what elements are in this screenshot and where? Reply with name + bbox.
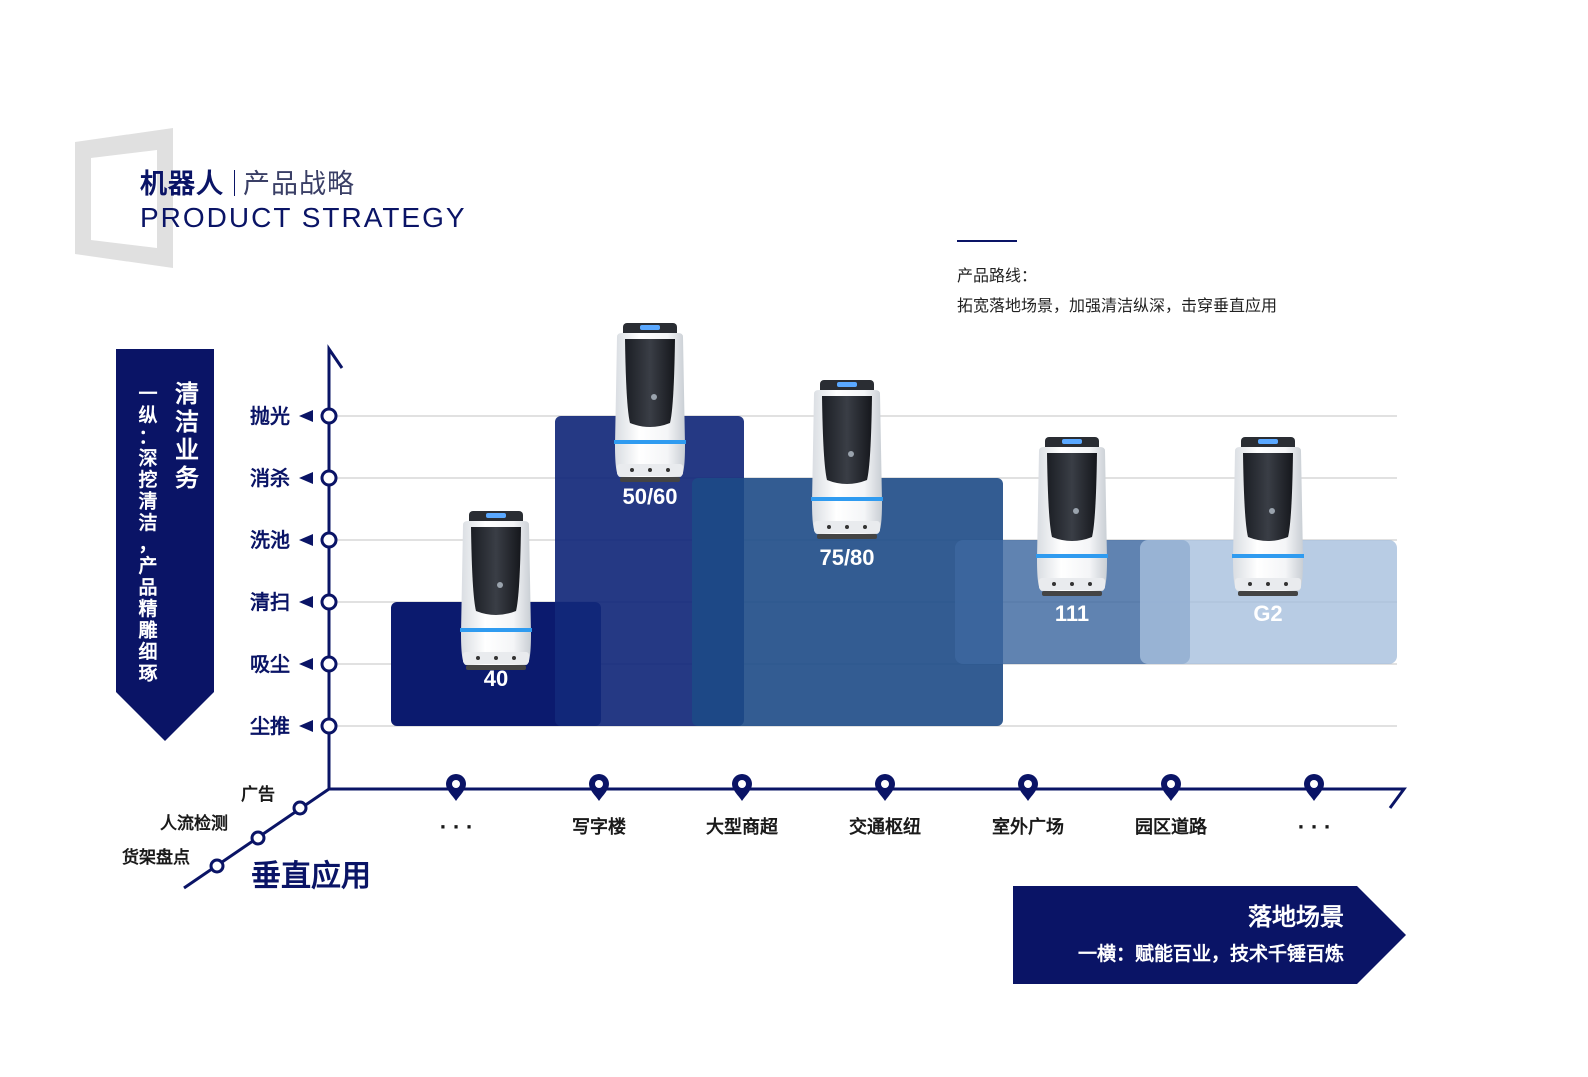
function-label: 尘推 (250, 714, 290, 738)
page-title-en: PRODUCT STRATEGY (140, 202, 467, 233)
product-block-75-80 (692, 478, 1003, 726)
cleaning-business-title-char: 清 (175, 380, 199, 408)
scene-label: · · · (1297, 817, 1330, 838)
location-pin-dot (1167, 780, 1175, 788)
landing-scene-subtitle: 一横：赋能百业，技术千锤百炼 (1078, 942, 1344, 965)
vertical-label: 广告 (241, 784, 275, 805)
product-block-111 (955, 540, 1190, 664)
function-label: 消杀 (250, 466, 290, 490)
cleaning-business-title-char: 洁 (175, 408, 199, 436)
scene-label: 写字楼 (572, 816, 626, 838)
cleaning-business-subtitle-char: 精 (138, 597, 157, 620)
landing-scene-title: 落地场景 (1248, 903, 1344, 931)
cleaning-business-subtitle-char: 雕 (138, 619, 157, 642)
vertical-application-title: 垂直应用 (251, 859, 371, 894)
location-pin-dot (452, 780, 460, 788)
route-title: 产品路线： (957, 266, 1038, 285)
robot-image-50-60 (614, 323, 686, 482)
location-pin-dot (738, 780, 746, 788)
cleaning-business-subtitle-char: 细 (138, 640, 157, 663)
scene-label: 室外广场 (992, 816, 1064, 838)
function-label: 抛光 (250, 404, 290, 428)
product-model-label: 111 (1055, 601, 1089, 626)
location-pin-dot (1024, 780, 1032, 788)
page-title: 机器人产品战略 (140, 162, 355, 201)
vertical-label: 人流检测 (160, 813, 228, 834)
cleaning-business-subtitle-char: ， (138, 534, 157, 556)
product-model-label: G2 (1253, 601, 1282, 626)
robot-image-75-80 (811, 380, 883, 539)
product-model-label: 75/80 (819, 545, 874, 570)
vertical-node (292, 800, 308, 816)
function-node (320, 717, 338, 735)
cleaning-business-subtitle-char: ： (138, 426, 157, 448)
function-arrow-icon (299, 658, 313, 670)
vertical-label: 货架盘点 (122, 847, 190, 868)
scene-label: 园区道路 (1135, 816, 1208, 838)
function-arrow-icon (299, 534, 313, 546)
function-node (320, 593, 338, 611)
cleaning-business-subtitle-char: 挖 (138, 468, 157, 491)
product-model-label: 40 (484, 666, 508, 691)
cleaning-business-subtitle-char: 琢 (138, 663, 158, 685)
cleaning-business-subtitle-char: 一 (138, 383, 157, 405)
cleaning-business-title-char: 业 (175, 436, 199, 464)
route-description: 拓宽落地场景，加强清洁纵深，击穿垂直应用 (957, 296, 1278, 315)
location-pin-dot (881, 780, 889, 788)
function-arrow-icon (299, 410, 313, 422)
function-arrow-icon (299, 720, 313, 732)
cleaning-business-subtitle-char: 品 (138, 577, 157, 599)
robot-image-40 (460, 511, 532, 670)
cleaning-business-subtitle-char: 纵 (138, 405, 157, 427)
scene-label: · · · (439, 817, 472, 838)
route-divider (957, 240, 1017, 242)
cleaning-business-banner (116, 349, 214, 741)
page-title-main: 机器人 (140, 169, 224, 200)
function-axis (327, 344, 344, 789)
page-title-sub: 产品战略 (243, 169, 355, 200)
function-arrow-icon (299, 472, 313, 484)
robot-image-g2 (1232, 437, 1304, 596)
function-label: 吸尘 (250, 652, 290, 676)
vertical-node (209, 858, 225, 874)
cleaning-business-title-char: 务 (175, 464, 200, 492)
robot-image-111 (1036, 437, 1108, 596)
landing-scene-banner (1013, 886, 1406, 984)
vertical-node (250, 830, 266, 846)
function-label: 清扫 (250, 590, 290, 614)
cleaning-business-subtitle-char: 深 (138, 447, 157, 470)
product-block-g2 (1140, 540, 1397, 664)
cleaning-business-subtitle-char: 产 (138, 554, 157, 577)
function-arrow-icon (299, 596, 313, 608)
function-node (320, 655, 338, 673)
cleaning-business-subtitle-char: 洁 (138, 511, 157, 534)
header-frame-decoration (75, 128, 173, 268)
function-node (320, 531, 338, 549)
function-node (320, 469, 338, 487)
title-separator (234, 170, 235, 196)
scene-label: 大型商超 (706, 816, 779, 838)
cleaning-business-subtitle-char: 清 (138, 490, 157, 513)
scene-axis-nodes: · · · 写字楼 大型商超 交通枢纽 室外广场 园区道路 · · · (439, 774, 1331, 838)
location-pin-dot (595, 780, 603, 788)
product-model-label: 50/60 (622, 484, 677, 509)
function-label: 洗池 (250, 528, 290, 552)
scene-axis (329, 787, 1407, 809)
scene-label: 交通枢纽 (849, 816, 921, 838)
location-pin-dot (1310, 780, 1318, 788)
function-node (320, 407, 338, 425)
